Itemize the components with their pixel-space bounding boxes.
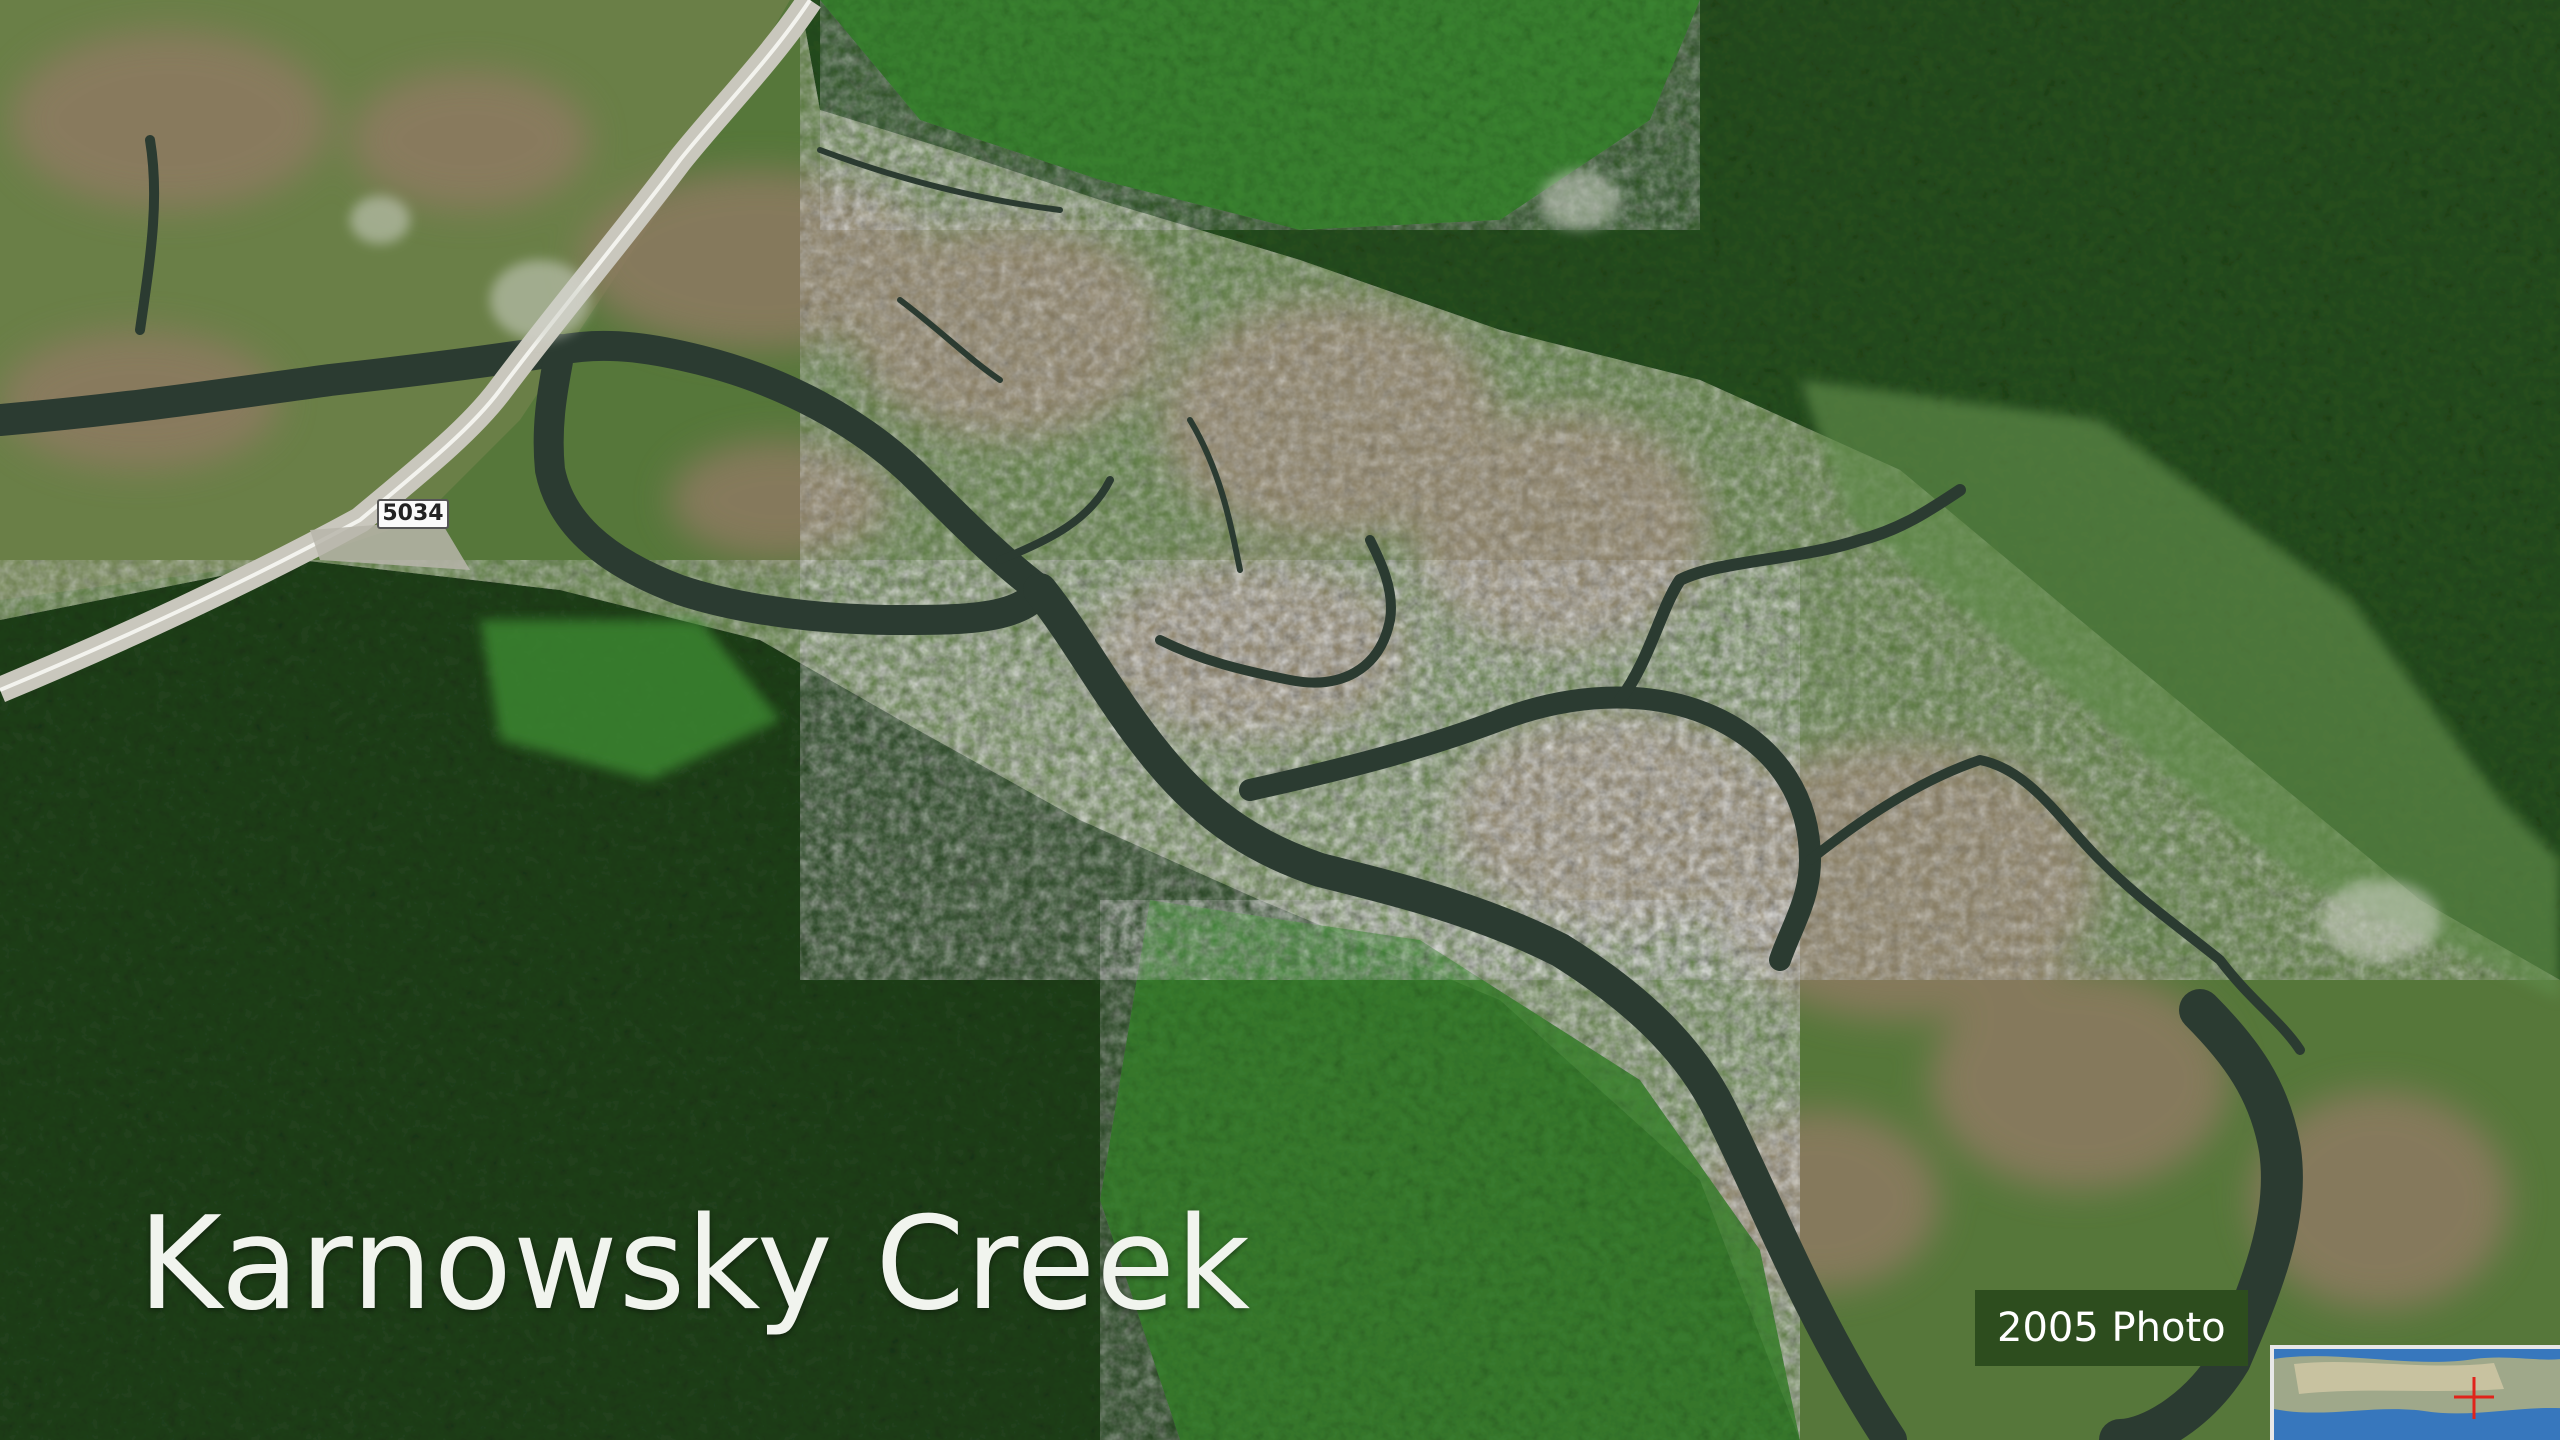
red-crosshair-icon (2454, 1377, 2494, 1419)
location-title: Karnowsky Creek (138, 1190, 1252, 1339)
forest-upper-right (800, 0, 2560, 980)
mudflat-patches (0, 30, 2510, 1310)
inset-map-graphic (2274, 1349, 2560, 1440)
forest-edge-scrub (1800, 380, 2560, 1000)
forest-bright-band (820, 0, 1700, 230)
road-5034 (0, 0, 821, 702)
snag-trees (350, 170, 2440, 960)
forest-edge-patch (480, 620, 780, 780)
forest-deciduous-patch (1100, 900, 1800, 1440)
photo-year-label: 2005 Photo (1975, 1290, 2248, 1366)
road-number-label: 5034 (377, 499, 449, 529)
creek-channels (0, 135, 2305, 1440)
overview-inset-map[interactable] (2270, 1345, 2560, 1440)
